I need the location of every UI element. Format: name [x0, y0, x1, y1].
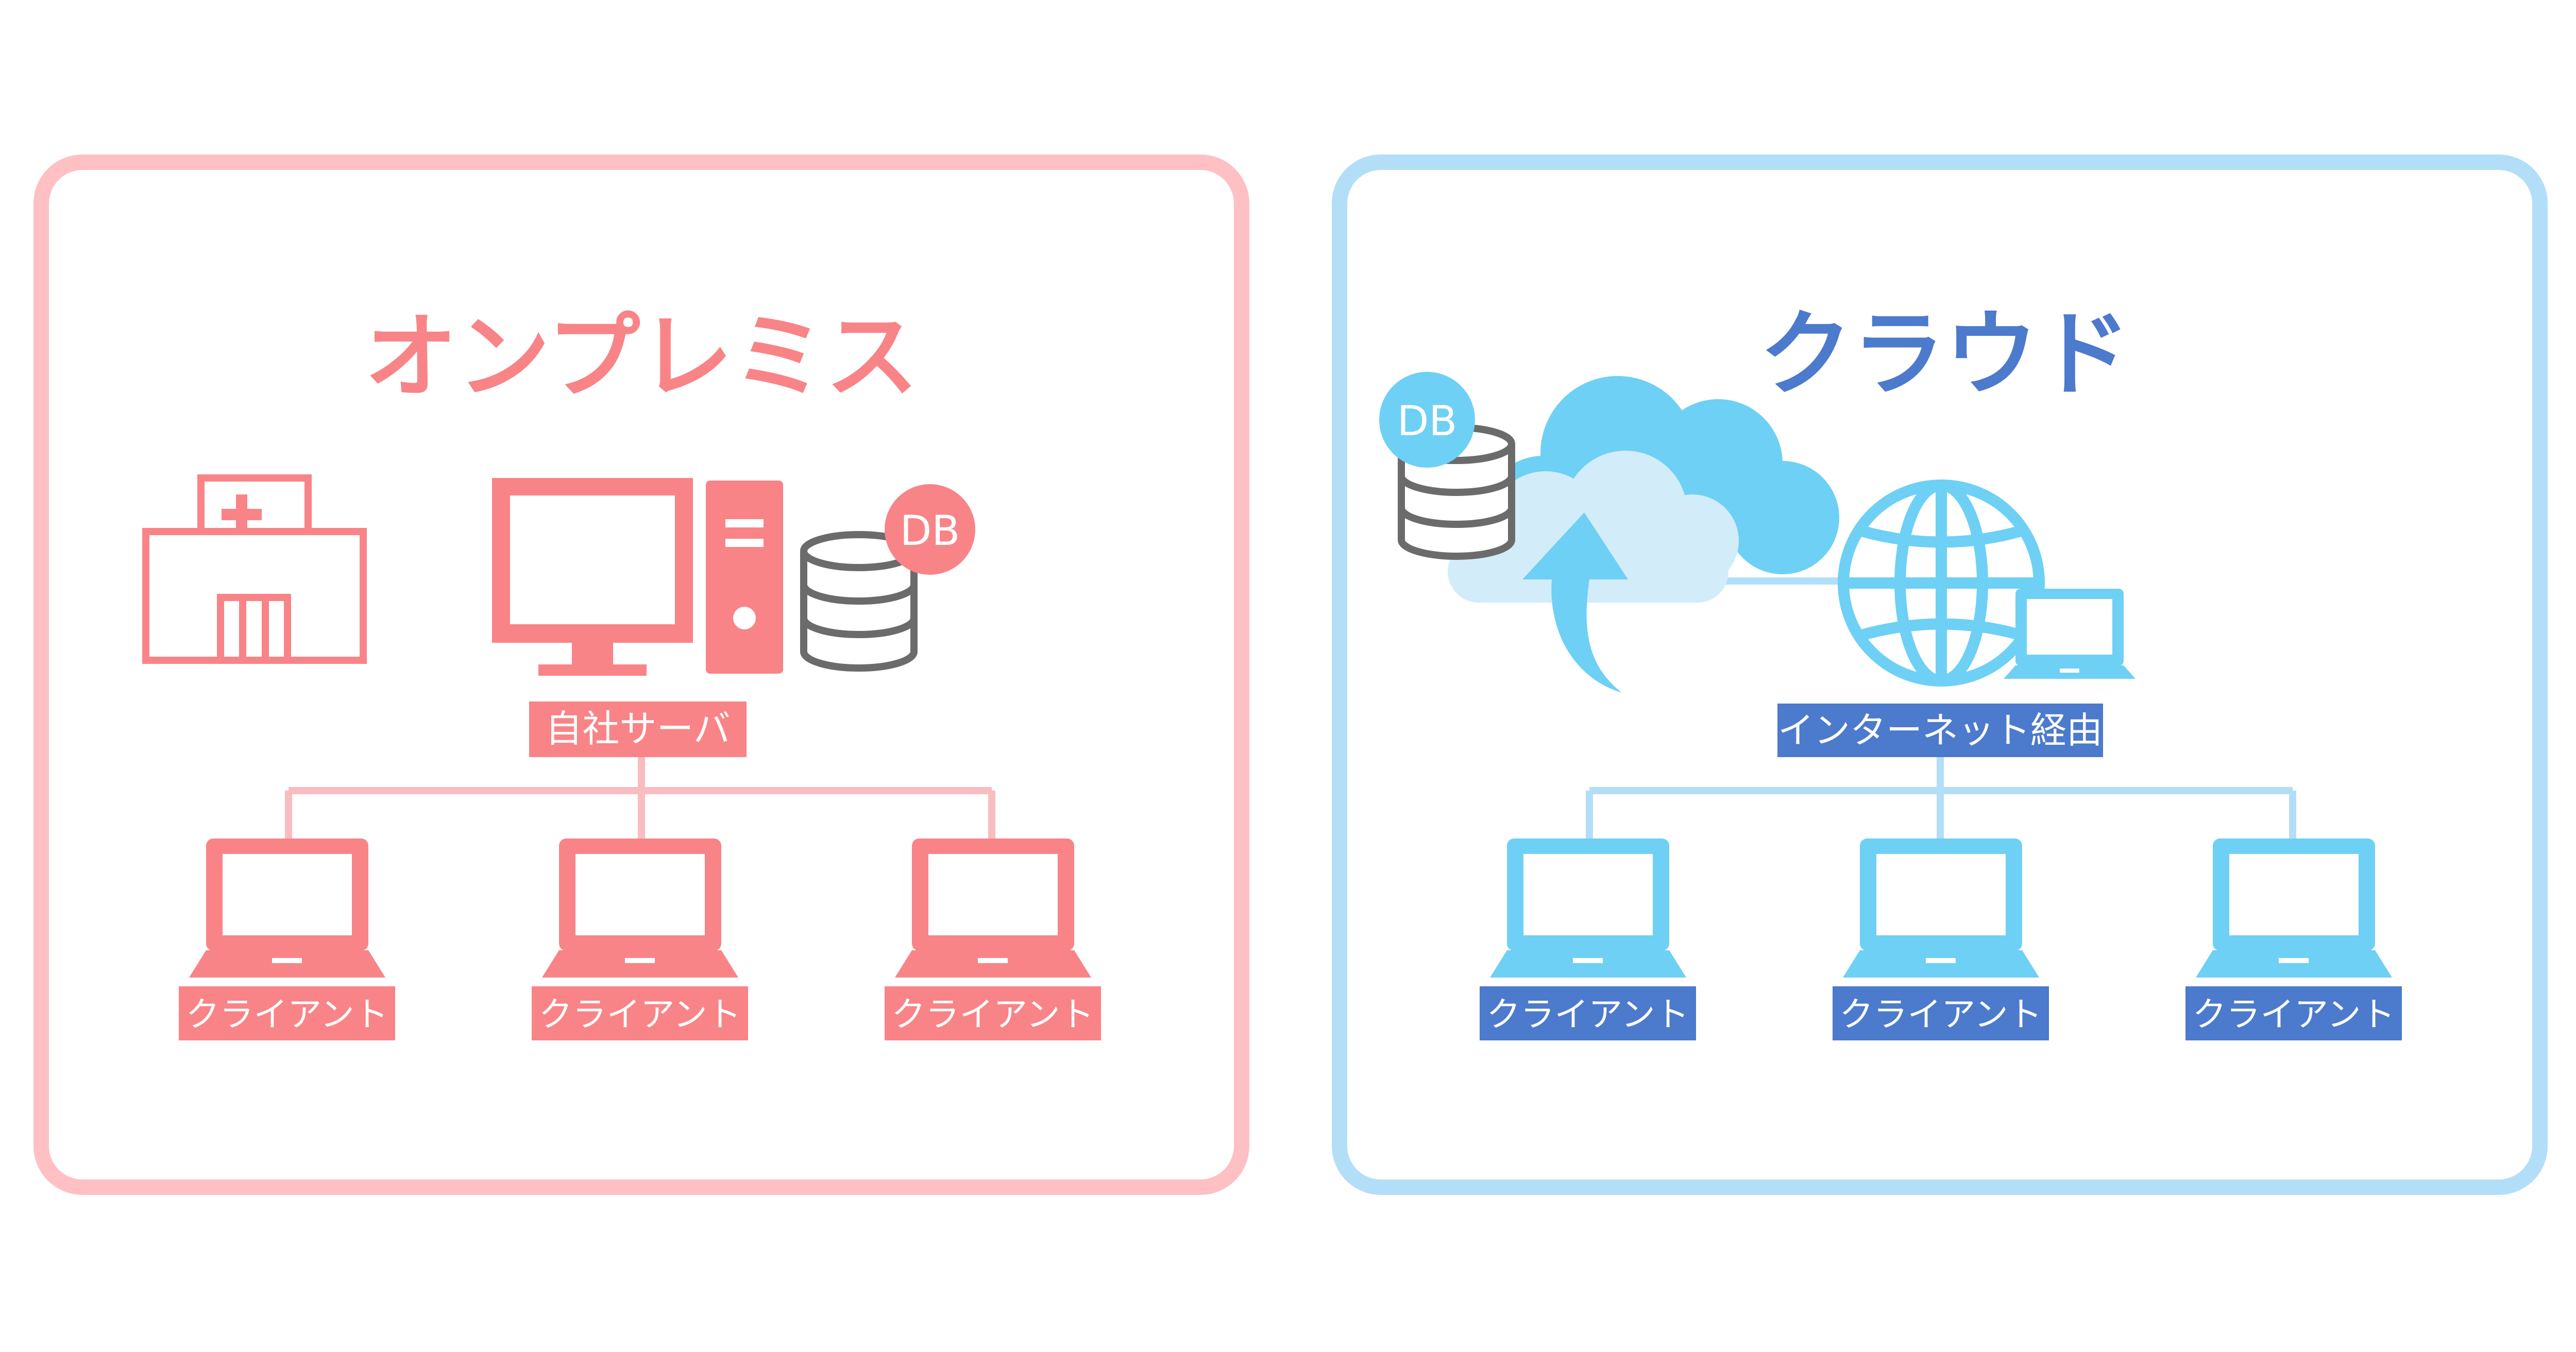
server-label: 自社サーバ	[545, 707, 730, 750]
client-label-box	[179, 986, 395, 1040]
client-label-box	[1833, 986, 2049, 1040]
internet-label: インターネット経由	[1778, 709, 2103, 751]
laptop-icon	[2196, 838, 2392, 978]
cloud-client-3: クライアント	[2185, 838, 2402, 1040]
db-badge: DB	[885, 484, 975, 575]
cloud-client-2: クライアント	[1833, 838, 2049, 1040]
onprem-title: オンプレミス	[365, 303, 919, 411]
laptop-icon	[1490, 838, 1686, 978]
client-label-box	[885, 986, 1101, 1040]
client-label: クライアント	[891, 995, 1094, 1034]
client-label-box	[532, 986, 748, 1040]
onprem-client-2: クライアント	[532, 838, 748, 1040]
client-label: クライアント	[185, 995, 388, 1034]
cloud-connectors	[1586, 757, 2296, 838]
database-icon	[800, 531, 918, 672]
db-badge-label: DB	[1397, 397, 1457, 445]
laptop-icon	[1843, 838, 2039, 978]
monitor-icon	[492, 478, 693, 676]
laptop-icon	[2004, 589, 2136, 679]
onprem-connectors	[285, 757, 995, 838]
cloud-client-1: クライアント	[1480, 838, 1696, 1040]
onprem-client-3: クライアント	[885, 838, 1101, 1040]
client-label: クライアント	[1839, 995, 2042, 1034]
globe-icon	[1838, 480, 2045, 687]
server-label-box: 自社サーバ	[529, 701, 747, 757]
internet-label-box: インターネット経由	[1777, 704, 2103, 757]
onprem-panel: オンプレミス	[33, 155, 1249, 1195]
client-label: クライアント	[2192, 995, 2395, 1034]
upload-arrow-icon	[1522, 512, 1628, 693]
client-label: クライアント	[1486, 995, 1689, 1034]
laptop-icon	[895, 838, 1091, 978]
cloud-panel: クラウド	[1332, 155, 2548, 1195]
onprem-client-1: クライアント	[179, 838, 395, 1040]
laptop-icon	[542, 838, 738, 978]
db-badge-label: DB	[900, 507, 960, 555]
client-label-box	[2185, 986, 2402, 1040]
server-tower-icon	[706, 481, 783, 674]
client-label: クライアント	[538, 995, 741, 1034]
hospital-cross-icon	[222, 494, 262, 535]
cloud-title: クラウド	[1759, 301, 2130, 408]
cloud-icon	[1448, 376, 1839, 603]
client-label-box	[1480, 986, 1696, 1040]
hospital-icon	[142, 474, 367, 664]
db-badge: DB	[1379, 372, 1475, 468]
laptop-icon	[189, 838, 385, 978]
